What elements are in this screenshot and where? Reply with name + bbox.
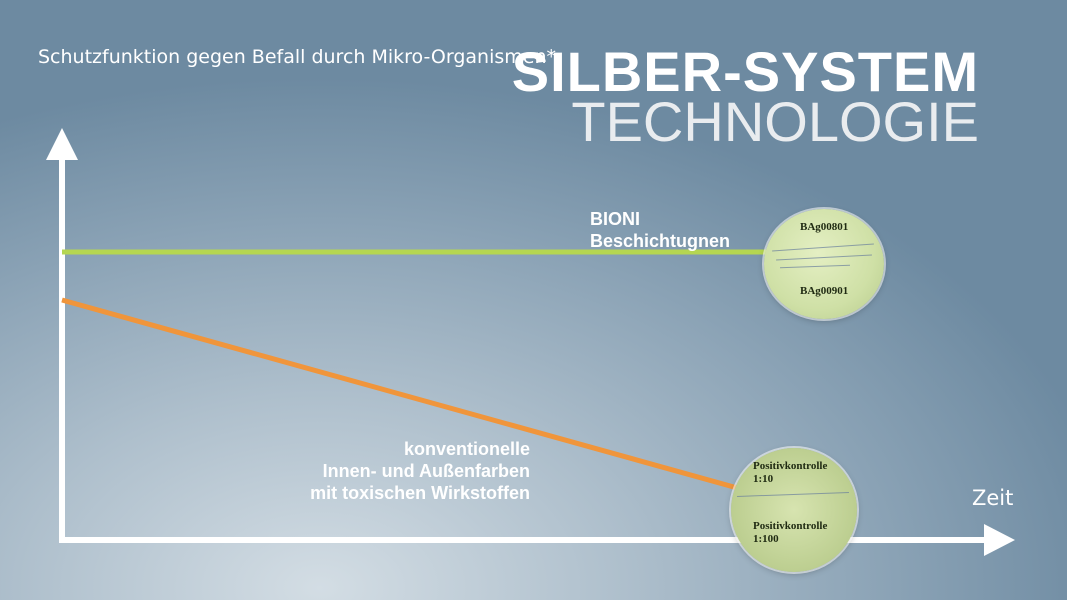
dish-label: Positivkontrolle 1:10 bbox=[753, 460, 827, 486]
dish-label-line: Positivkontrolle bbox=[753, 460, 828, 472]
dish-label: BAg00801 bbox=[800, 221, 849, 233]
series-line-1 bbox=[61, 297, 739, 491]
y-axis-arrowhead bbox=[46, 128, 78, 160]
dish-marking bbox=[780, 264, 850, 269]
dish-label-line: 1:100 bbox=[753, 533, 779, 545]
series-label-bioni-line: BIONI bbox=[590, 209, 641, 229]
dish-marking bbox=[776, 254, 872, 261]
petri-dish-bioni: BAg00801 BAg00901 bbox=[764, 209, 884, 319]
series-label-conventional-line: konventionelle bbox=[403, 439, 530, 459]
series-label-bioni: BIONI Beschichtugnen bbox=[590, 208, 730, 252]
title-line-1: SILBER-SYSTEM bbox=[511, 40, 979, 103]
series-label-conventional-line: mit toxischen Wirkstoffen bbox=[310, 483, 530, 503]
x-axis-arrowhead bbox=[984, 524, 1015, 556]
x-axis-label: Zeit bbox=[972, 486, 1013, 510]
series-layer bbox=[61, 249, 813, 491]
title-line-2: TECHNOLOGIE bbox=[571, 90, 979, 153]
dish-label-line: Positivkontrolle bbox=[753, 520, 828, 532]
dish-label-line: 1:10 bbox=[753, 473, 774, 485]
x-axis bbox=[59, 524, 1015, 556]
x-axis-label-text: Zeit bbox=[972, 486, 1014, 510]
series-label-conventional-line: Innen- und Außenfarben bbox=[322, 461, 530, 481]
dish-marking bbox=[772, 243, 874, 252]
slide-title: SILBER-SYSTEM TECHNOLOGIE bbox=[512, 44, 979, 150]
y-axis-label-text: Schutzfunktion gegen Befall durch Mikro-… bbox=[38, 46, 557, 68]
series-label-bioni-line: Beschichtugnen bbox=[590, 231, 731, 251]
petri-dish-control: Positivkontrolle 1:10 Positivkontrolle 1… bbox=[731, 448, 857, 572]
dish-marking bbox=[737, 492, 849, 497]
y-axis-label: Schutzfunktion gegen Befall durch Mikro-… bbox=[38, 44, 556, 71]
y-axis bbox=[46, 128, 78, 540]
dish-label: BAg00901 bbox=[800, 285, 849, 297]
series-label-conventional: konventionelle Innen- und Außenfarben mi… bbox=[310, 438, 530, 504]
dish-label: Positivkontrolle 1:100 bbox=[753, 520, 827, 546]
